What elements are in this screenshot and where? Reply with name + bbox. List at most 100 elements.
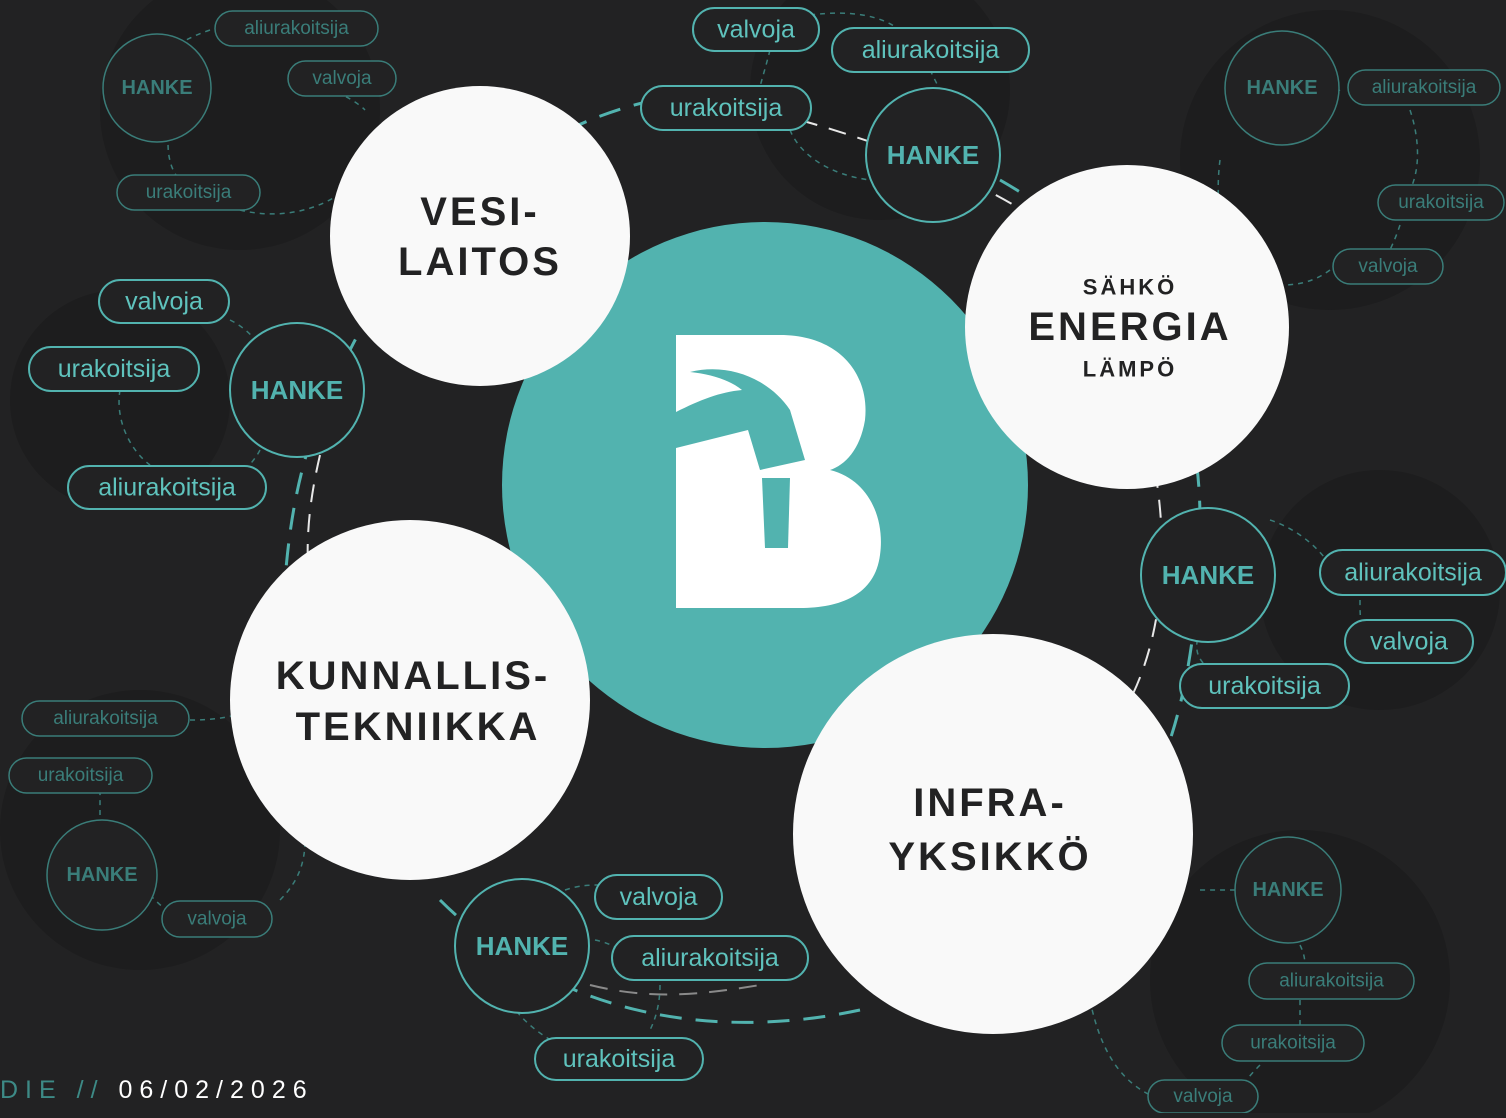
hanke-circle bbox=[102, 33, 212, 143]
connector-line bbox=[789, 129, 871, 181]
connector-line bbox=[649, 984, 661, 1031]
sector-sub-label: LÄMPÖ bbox=[1083, 357, 1177, 382]
sector-label-line: VESI- bbox=[420, 190, 539, 234]
hanke-label: HANKE bbox=[1246, 77, 1317, 99]
role-pill bbox=[1221, 1024, 1365, 1062]
role-pill-label-urakoitsija: urakoitsija bbox=[58, 355, 171, 383]
role-pill bbox=[1319, 549, 1506, 596]
role-pill bbox=[287, 60, 397, 97]
role-pill bbox=[28, 346, 200, 392]
hanke-label: HANKE bbox=[476, 931, 568, 961]
role-pill bbox=[611, 935, 809, 981]
role-pill bbox=[1347, 69, 1501, 106]
role-pill bbox=[116, 174, 261, 211]
role-pill-label-valvoja: valvoja bbox=[620, 883, 698, 911]
role-pill-label-valvoja: valvoja bbox=[1370, 628, 1448, 656]
hanke-label: HANKE bbox=[121, 77, 192, 99]
sector-circle-energia bbox=[965, 165, 1289, 489]
ring-arc-white-left bbox=[306, 454, 331, 681]
connector-line bbox=[1239, 1064, 1261, 1089]
role-pill bbox=[640, 85, 812, 131]
role-pill bbox=[1332, 248, 1444, 285]
role-pill bbox=[21, 700, 190, 737]
role-pill bbox=[8, 757, 153, 794]
ring-arc-grey-bottom bbox=[589, 984, 761, 996]
role-pill-label-valvoja: valvoja bbox=[717, 16, 795, 44]
hanke-circle bbox=[454, 878, 590, 1014]
footer-studio: DIE bbox=[0, 1076, 63, 1104]
role-pill-label-aliurakoitsija: aliurakoitsija bbox=[1344, 559, 1482, 587]
role-pill bbox=[214, 10, 379, 47]
role-pill-label-urakoitsija: urakoitsija bbox=[1250, 1033, 1336, 1054]
sector-label-line: ENERGIA bbox=[1028, 305, 1231, 349]
role-pill-label-urakoitsija: urakoitsija bbox=[563, 1045, 676, 1073]
connector-line bbox=[564, 884, 601, 891]
ring-arc-bottom bbox=[438, 898, 861, 1024]
role-pill-label-aliurakoitsija: aliurakoitsija bbox=[53, 708, 158, 729]
sector-label-line: TEKNIIKKA bbox=[296, 705, 541, 749]
footer-caption: DIE // 06/02/2026 bbox=[0, 1076, 314, 1105]
role-pill bbox=[98, 279, 230, 324]
hanke-circle bbox=[1140, 507, 1276, 643]
role-pill-label-aliurakoitsija: aliurakoitsija bbox=[244, 18, 349, 39]
role-pill-label-aliurakoitsija: aliurakoitsija bbox=[1372, 77, 1477, 98]
connector-line bbox=[279, 839, 306, 901]
sector-label-line: YKSIKKÖ bbox=[888, 834, 1091, 879]
hanke-circle bbox=[1234, 836, 1342, 944]
role-pill-label-valvoja: valvoja bbox=[187, 909, 247, 930]
role-pill-label-valvoja: valvoja bbox=[312, 68, 372, 89]
sector-label-line: LAITOS bbox=[398, 240, 562, 284]
hanke-label: HANKE bbox=[1252, 879, 1323, 901]
connector-line bbox=[118, 389, 151, 466]
role-pill bbox=[534, 1037, 704, 1081]
background-blob bbox=[10, 290, 230, 510]
hanke-label: HANKE bbox=[1162, 560, 1254, 590]
role-pill-label-urakoitsija: urakoitsija bbox=[1398, 192, 1484, 213]
hammer-head-icon bbox=[676, 369, 805, 470]
role-pill-label-aliurakoitsija: aliurakoitsija bbox=[862, 36, 1000, 64]
hammer-handle-icon bbox=[762, 478, 790, 548]
hanke-label: HANKE bbox=[251, 375, 343, 405]
sector-circle-vesilaitos bbox=[330, 86, 630, 386]
connector-line bbox=[809, 12, 901, 31]
connector-line bbox=[1089, 999, 1151, 1096]
role-pill bbox=[1179, 663, 1350, 709]
sector-circle-kunnallistekniikka bbox=[230, 520, 590, 880]
connector-line bbox=[1409, 109, 1419, 191]
hanke-circle bbox=[1224, 30, 1340, 146]
connector-line bbox=[1359, 599, 1363, 629]
role-pill bbox=[1344, 619, 1474, 664]
role-pill-label-urakoitsija: urakoitsija bbox=[670, 94, 783, 122]
role-pill-label-aliurakoitsija: aliurakoitsija bbox=[1279, 971, 1384, 992]
role-pill-label-aliurakoitsija: aliurakoitsija bbox=[641, 944, 779, 972]
connector-line bbox=[504, 994, 561, 1046]
role-pill bbox=[831, 27, 1030, 73]
sector-label-line: KUNNALLIS- bbox=[276, 654, 550, 698]
role-pill bbox=[1248, 962, 1415, 1000]
role-pill-label-urakoitsija: urakoitsija bbox=[1208, 672, 1321, 700]
hanke-circle bbox=[229, 322, 365, 458]
role-pill bbox=[692, 7, 820, 52]
sector-circle-infrayksikko bbox=[793, 634, 1193, 1034]
role-pill bbox=[161, 900, 273, 938]
role-pill bbox=[1377, 184, 1505, 221]
role-pill-label-urakoitsija: urakoitsija bbox=[38, 765, 124, 786]
hanke-circle bbox=[46, 819, 158, 931]
footer-date: 06/02/2026 bbox=[118, 1076, 314, 1104]
hanke-circle bbox=[865, 87, 1001, 223]
footer-separator: // bbox=[76, 1076, 105, 1104]
role-pill-label-valvoja: valvoja bbox=[1358, 256, 1418, 277]
role-pill-label-valvoja: valvoja bbox=[1173, 1086, 1233, 1107]
hanke-label: HANKE bbox=[887, 140, 979, 170]
role-pill-label-aliurakoitsija: aliurakoitsija bbox=[98, 474, 236, 502]
role-pill-label-urakoitsija: urakoitsija bbox=[146, 182, 232, 203]
role-pill bbox=[67, 465, 267, 510]
connector-line bbox=[1384, 224, 1401, 261]
connector-line bbox=[239, 449, 261, 476]
sector-label-line: INFRA- bbox=[913, 781, 1067, 825]
sector-sub-label: SÄHKÖ bbox=[1083, 275, 1177, 300]
hanke-label: HANKE bbox=[66, 864, 137, 886]
role-pill bbox=[594, 874, 723, 920]
